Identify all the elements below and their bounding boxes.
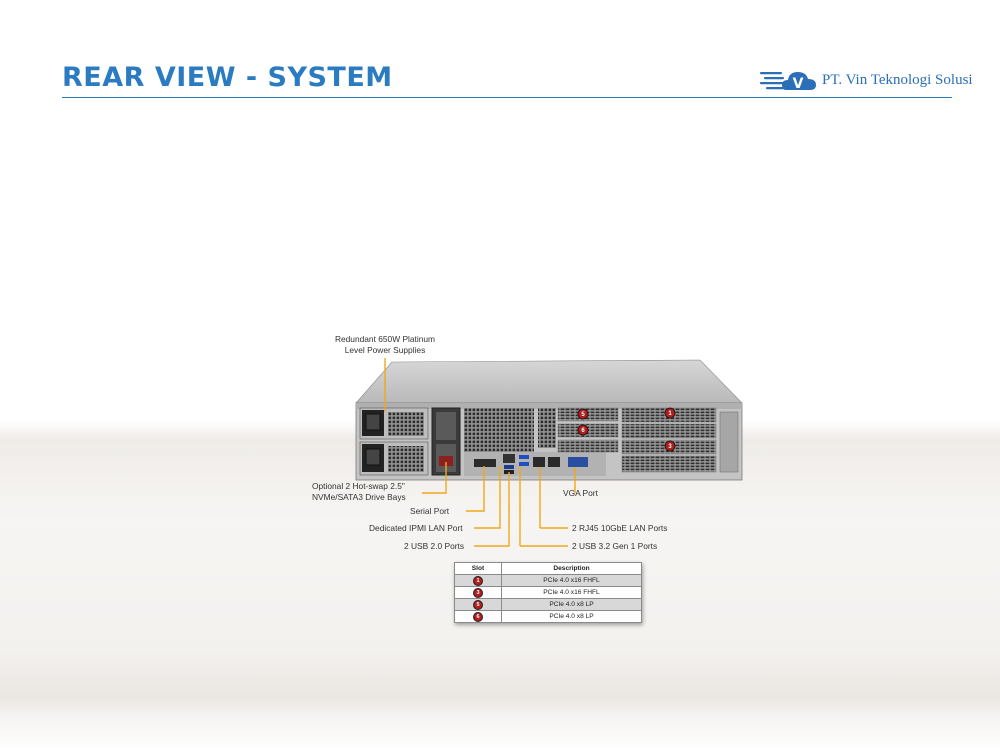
- company-logo: V: [760, 72, 816, 92]
- slot-cell: 6: [454, 610, 502, 623]
- slot-cell: 1: [454, 574, 502, 587]
- table-row: 6 PCIe 4.0 x8 LP: [454, 610, 642, 623]
- slot-badge: 6: [473, 611, 483, 622]
- callout-drive-line2: NVMe/SATA3 Drive Bays: [312, 492, 406, 502]
- slot-badge: 5: [473, 599, 483, 610]
- callout-psu: Redundant 650W Platinum Level Power Supp…: [332, 334, 438, 356]
- callout-psu-line2: Level Power Supplies: [344, 345, 426, 355]
- table-row: 5 PCIe 4.0 x8 LP: [454, 598, 642, 611]
- callout-lan: 2 RJ45 10GbE LAN Ports: [572, 523, 668, 533]
- slot-badge: 1: [473, 575, 483, 586]
- cloud-icon: [782, 72, 816, 90]
- logo-letter: V: [793, 76, 804, 92]
- badge-label: 1: [668, 411, 672, 417]
- slot-cell: 3: [454, 586, 502, 599]
- callout-drive-bays: Optional 2 Hot-swap 2.5" NVMe/SATA3 Driv…: [312, 481, 406, 503]
- table-row: 3 PCIe 4.0 x16 FHFL: [454, 586, 642, 599]
- callout-usb3: 2 USB 3.2 Gen 1 Ports: [572, 541, 658, 551]
- column-header-slot: Slot: [454, 562, 502, 575]
- callout-usb2: 2 USB 2.0 Ports: [404, 541, 465, 551]
- callout-psu-line1: Redundant 650W Platinum: [334, 334, 436, 344]
- callout-ipmi: Dedicated IPMI LAN Port: [369, 523, 463, 533]
- description-cell: PCIe 4.0 x8 LP: [501, 598, 642, 611]
- slot-cell: 5: [454, 598, 502, 611]
- description-cell: PCIe 4.0 x16 FHFL: [501, 574, 642, 587]
- slot-badge: 3: [473, 587, 483, 598]
- badge-label: 5: [581, 412, 585, 418]
- page-title: REAR VIEW - SYSTEM: [62, 62, 393, 93]
- description-cell: PCIe 4.0 x16 FHFL: [501, 586, 642, 599]
- description-cell: PCIe 4.0 x8 LP: [501, 610, 642, 623]
- callout-serial: Serial Port: [410, 506, 450, 516]
- callout-vga: VGA Port: [563, 488, 598, 498]
- pcie-slot-table: Slot Description 1 PCIe 4.0 x16 FHFL 3 P…: [454, 562, 642, 623]
- column-header-description: Description: [501, 562, 642, 575]
- speed-lines-icon: [760, 72, 784, 90]
- table-row: 1 PCIe 4.0 x16 FHFL: [454, 574, 642, 587]
- title-underline: [62, 97, 952, 98]
- callout-drive-line1: Optional 2 Hot-swap 2.5": [312, 481, 405, 491]
- company-name: PT. Vin Teknologi Solusi: [822, 72, 973, 88]
